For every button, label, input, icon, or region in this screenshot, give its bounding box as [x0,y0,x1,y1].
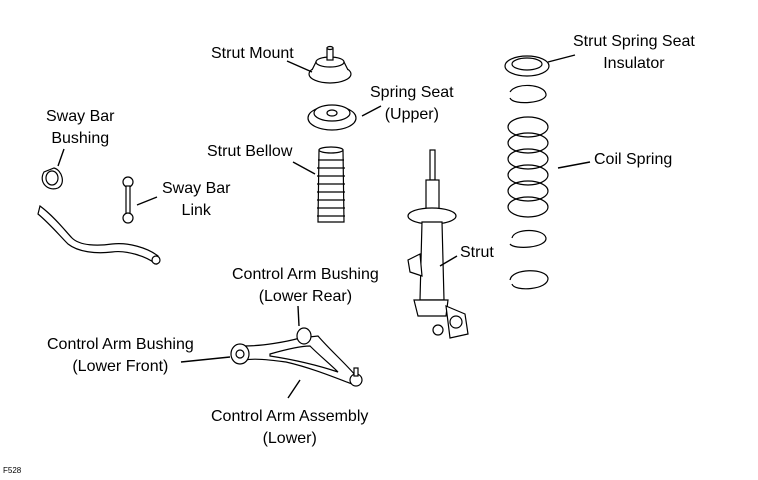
coil-spring-part [507,84,549,290]
label-sway-bar-link: Sway Bar Link [162,180,231,219]
strut-mount-part [308,45,352,84]
label-spring-seat-upper: Spring Seat (Upper) [370,84,454,123]
sway-bar-bushing-part [41,167,63,190]
spring-seat-upper-part [307,104,357,131]
label-strut: Strut [460,244,494,261]
label-control-arm-bushing-lower-rear: Control Arm Bushing (Lower Rear) [232,266,379,305]
strut-part [407,149,469,339]
label-strut-spring-seat-insulator: Strut Spring Seat Insulator [573,33,695,72]
sway-bar-link-part [122,176,134,224]
leader-lines [57,54,591,399]
figure-code: F528 [3,466,22,475]
label-coil-spring: Coil Spring [594,151,673,168]
strut-spring-seat-insulator-part [504,55,550,77]
label-control-arm-bushing-lower-front: Control Arm Bushing (Lower Front) [47,336,194,375]
label-sway-bar-bushing: Sway Bar Bushing [46,108,115,147]
label-strut-mount: Strut Mount [211,45,294,62]
strut-bellow-part [317,146,345,223]
sway-bar-part [37,204,161,266]
label-strut-bellow: Strut Bellow [207,143,293,160]
control-arm-assembly-part [230,327,363,387]
label-control-arm-assembly-lower: Control Arm Assembly (Lower) [211,408,369,447]
